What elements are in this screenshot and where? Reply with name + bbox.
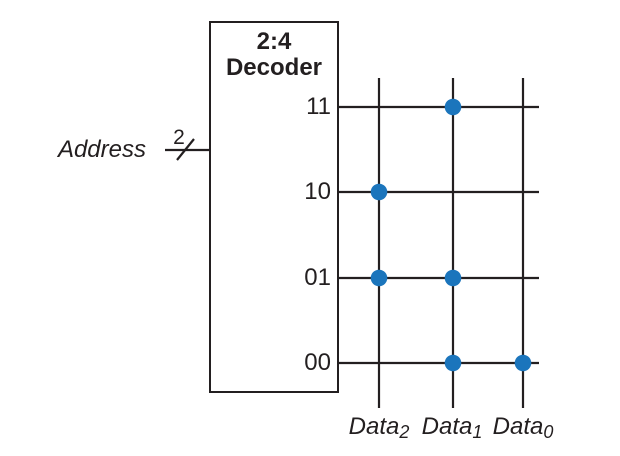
wordline-label-10: 10 — [304, 178, 331, 205]
bitline-label-data1-subscript: 1 — [472, 422, 483, 442]
bitline-label-data2-subscript: 2 — [399, 422, 410, 442]
bus-width-label: 2 — [173, 126, 185, 149]
connection-dot-row00-data0 — [514, 354, 532, 372]
address-input-label: Address — [57, 136, 146, 163]
bitline-label-data2: Data2 — [319, 413, 439, 442]
bitline-label-data0-name: Data — [492, 413, 544, 440]
decoder-title: 2:4 Decoder — [211, 29, 337, 81]
bitline-label-data1-name: Data — [421, 413, 473, 440]
bitline-label-data0-subscript: 0 — [543, 422, 554, 442]
decoder-box: 2:4 Decoder — [209, 21, 339, 393]
connection-dot-row10-data2 — [370, 183, 388, 201]
bitline-label-data2-name: Data — [348, 413, 400, 440]
bus-width-slash — [176, 138, 195, 161]
decoder-title-word: Decoder — [225, 54, 323, 81]
connection-dot-row01-data2 — [370, 269, 388, 287]
connection-dot-row11-data1 — [444, 98, 462, 116]
decoder-title-ratio: 2:4 — [256, 28, 292, 55]
bitline-label-data1: Data1 — [392, 413, 512, 442]
bitline-label-data0: Data0 — [463, 413, 583, 442]
wordline-label-00: 00 — [304, 349, 331, 376]
connection-dot-row01-data1 — [444, 269, 462, 287]
wordline-label-01: 01 — [304, 264, 331, 291]
connection-dot-row00-data1 — [444, 354, 462, 372]
wordline-label-11: 11 — [306, 93, 331, 120]
